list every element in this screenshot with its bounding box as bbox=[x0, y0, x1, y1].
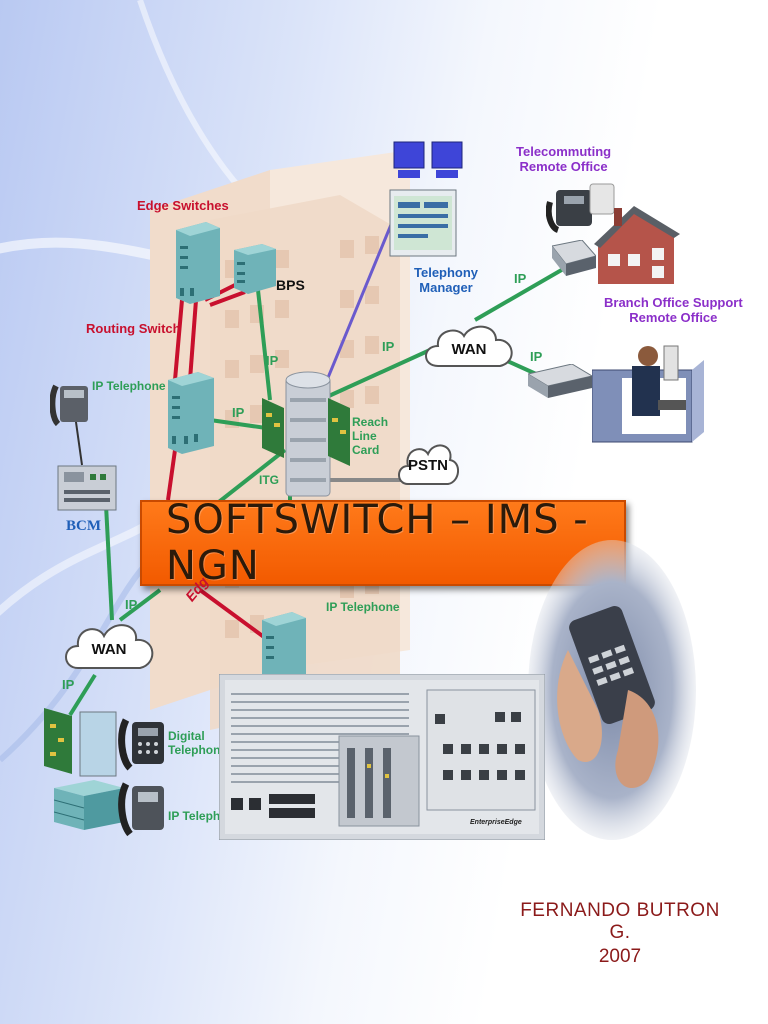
routing-switch-icon bbox=[168, 372, 214, 454]
bps-label: BPS bbox=[276, 277, 305, 293]
itg-label: ITG bbox=[259, 473, 279, 487]
edge-switches-label: Edge Switches bbox=[137, 198, 229, 213]
ip-label-1: IP bbox=[266, 353, 279, 368]
wan-cloud-top-label: WAN bbox=[451, 340, 487, 358]
pstn-cloud: PSTN bbox=[396, 436, 460, 494]
pstn-cloud-label: PSTN bbox=[407, 456, 448, 474]
ip-label-7: IP bbox=[62, 677, 75, 692]
title-banner: SOFTSWITCH – IMS - NGN bbox=[140, 497, 626, 589]
enterprise-edge-label: EnterpriseEdge bbox=[470, 819, 522, 826]
bcm-device-icon bbox=[57, 465, 117, 511]
branch-office-label: Branch Office Support Remote Office bbox=[604, 295, 743, 325]
ip-label-5: IP bbox=[232, 405, 245, 420]
branch-office-workstation-icon bbox=[592, 345, 704, 443]
author-name: FERNANDO BUTRON G. bbox=[520, 900, 720, 943]
ip-telephone-bottom-label: IP Telephon bbox=[168, 809, 235, 823]
reach-line-card-label: Reach Line Card bbox=[352, 415, 389, 457]
ip-telephone-mid-label: IP Telephone bbox=[326, 600, 400, 614]
routing-switch-label: Routing Switch bbox=[86, 321, 181, 336]
digital-telephone-label: Digital Telephone bbox=[168, 729, 228, 757]
branch-router-icon bbox=[528, 364, 592, 398]
hand-phone-photo bbox=[528, 540, 696, 840]
wan-cloud-top: WAN bbox=[420, 320, 518, 378]
bcm-label: BCM bbox=[66, 518, 101, 534]
ip-label-4: IP bbox=[530, 349, 543, 364]
ip-telephone-left-icon bbox=[50, 384, 88, 426]
publication-year: 2007 bbox=[598, 946, 642, 967]
house-icon bbox=[594, 206, 680, 284]
telecommute-router-icon bbox=[552, 240, 596, 276]
digital-telephone-icon bbox=[118, 718, 164, 771]
telephony-manager-label: Telephony Manager bbox=[414, 265, 479, 295]
wan-cloud-left: WAN bbox=[60, 618, 158, 680]
telephony-manager-icon bbox=[389, 141, 463, 257]
title-banner-text: SOFTSWITCH – IMS - NGN bbox=[166, 497, 589, 589]
bottom-gateway-icon bbox=[44, 708, 117, 777]
wan-cloud-left-label: WAN bbox=[91, 640, 127, 658]
ip-label-6: IP bbox=[125, 597, 138, 612]
edge-switch-lower-icon bbox=[262, 612, 306, 682]
ip-telephone-bottom-icon bbox=[118, 782, 164, 837]
ip-telephone-left-label: IP Telephone bbox=[92, 379, 166, 393]
telecommute-phone-icon bbox=[546, 183, 615, 233]
call-server-icon bbox=[262, 371, 350, 497]
bps-switch-icon bbox=[234, 244, 276, 294]
ip-label-2: IP bbox=[382, 339, 395, 354]
edge-switch-icon bbox=[176, 222, 220, 304]
ip-label-3: IP bbox=[514, 271, 527, 286]
enterprise-edge-chassis bbox=[219, 674, 545, 840]
telecommuting-label: Telecommuting Remote Office bbox=[516, 144, 612, 174]
bottom-switch-stack-icon bbox=[54, 780, 124, 830]
